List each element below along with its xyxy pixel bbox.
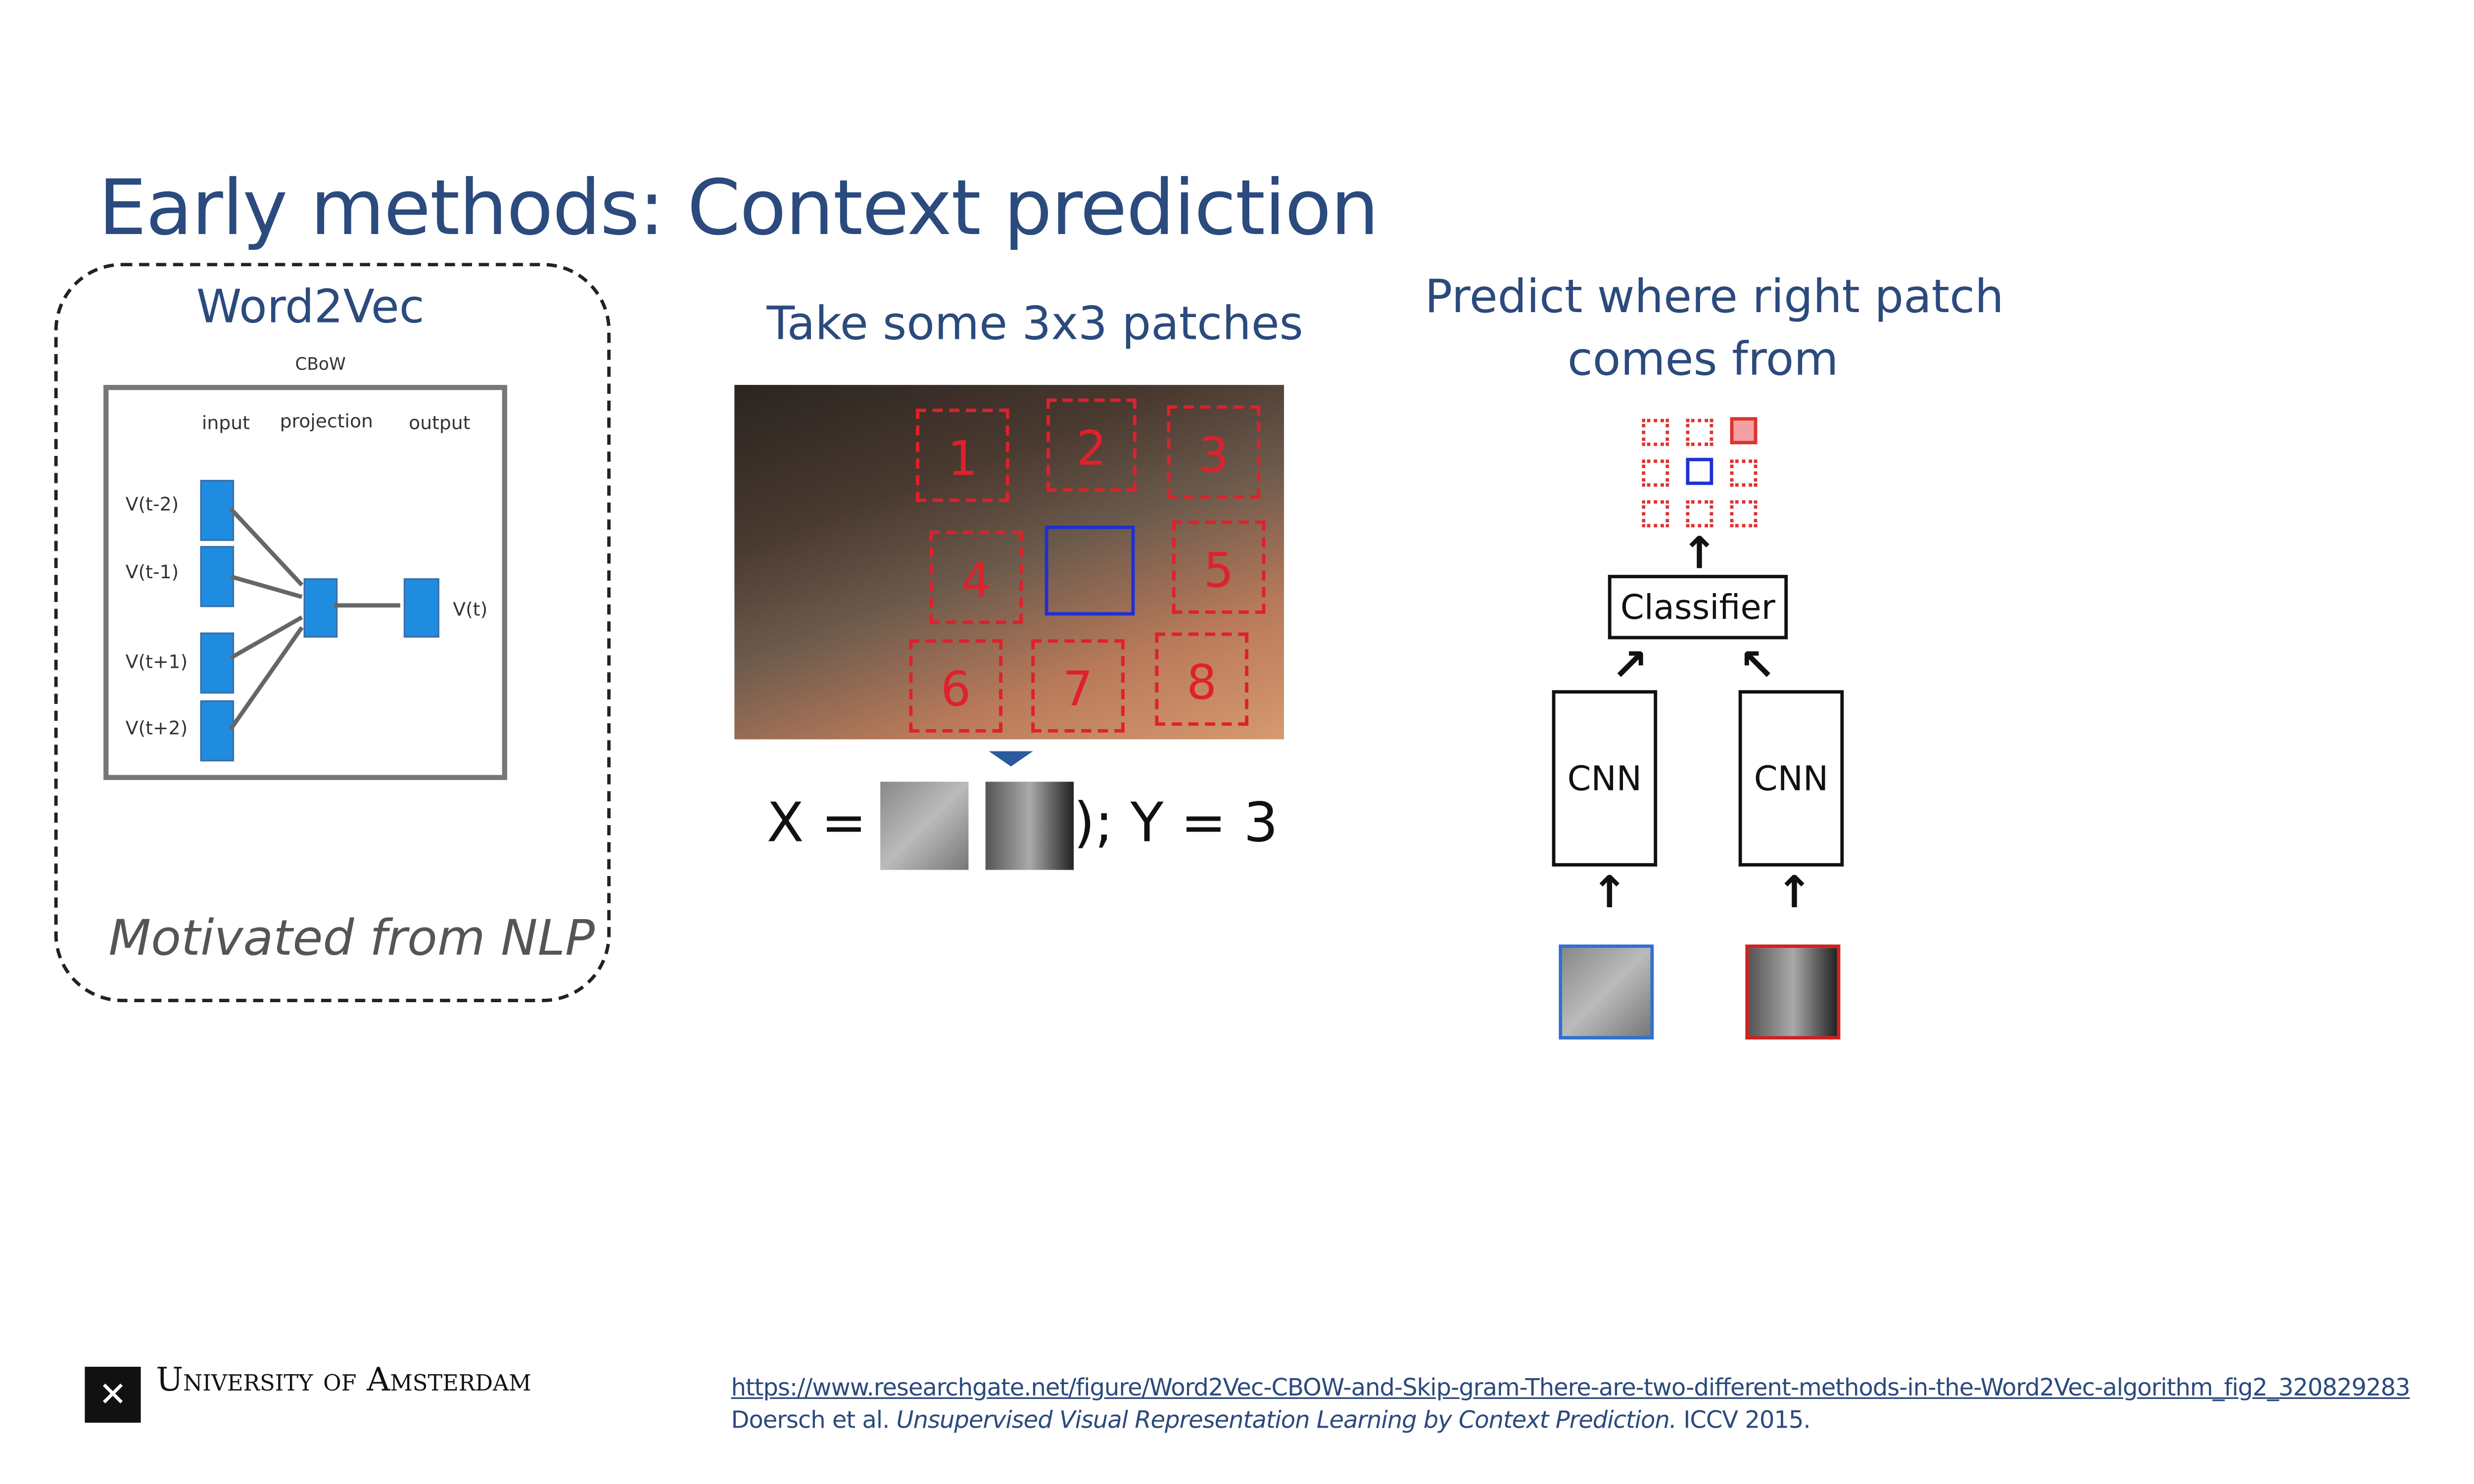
input-label: V(t-2) <box>125 493 179 516</box>
classifier-heading-line2: comes from <box>1567 334 1839 387</box>
uva-logo-icon: ✕ <box>85 1366 141 1423</box>
formula-right: ); Y = 3 <box>1073 790 1278 855</box>
word2vec-caption: Motivated from NLP <box>108 909 595 967</box>
column-output: output <box>409 412 471 434</box>
classifier-box: Classifier <box>1608 575 1788 640</box>
projection-vector <box>303 578 338 638</box>
cnn-left: CNN <box>1552 690 1658 867</box>
input-vector <box>200 632 235 694</box>
patch-4: 4 <box>929 530 1023 624</box>
patch-7: 7 <box>1031 639 1125 733</box>
input-label: V(t+2) <box>125 717 188 740</box>
up-arrow-icon: ↑ <box>1681 529 1718 580</box>
diagonal-arrow-icon: ↗ <box>1611 641 1649 692</box>
column-input: input <box>201 412 250 434</box>
cbow-diagram <box>103 385 507 780</box>
output-vector <box>403 578 439 638</box>
center-patch <box>1045 525 1135 616</box>
input-vector <box>200 700 235 762</box>
institution-name: University of Amsterdam <box>156 1361 531 1399</box>
patch-5: 5 <box>1172 520 1266 614</box>
classifier-heading-line1: Predict where right patch <box>1425 271 2004 324</box>
word2vec-heading: Word2Vec <box>196 281 425 334</box>
column-projection: projection <box>280 410 373 433</box>
output-label: V(t) <box>453 599 488 621</box>
up-arrow-icon: ↑ <box>1776 868 1813 919</box>
reference-citation: Doersch et al. Unsupervised Visual Repre… <box>731 1407 1810 1435</box>
cbow-title: CBoW <box>295 356 346 375</box>
cbow-arrows <box>229 507 401 731</box>
neighbor-patch-thumbnail <box>985 782 1074 870</box>
cat-image: 1 2 3 4 5 6 7 8 <box>734 385 1284 740</box>
up-arrow-icon: ↑ <box>1591 868 1628 919</box>
center-patch-input <box>1559 944 1654 1040</box>
patch-2: 2 <box>1047 398 1137 492</box>
patch-6: 6 <box>909 639 1002 733</box>
diagonal-arrow-icon: ↖ <box>1738 641 1776 692</box>
slide-title: Early methods: Context prediction <box>98 163 1379 253</box>
neighbor-patch-input <box>1745 944 1841 1040</box>
cnn-right: CNN <box>1738 690 1844 867</box>
patch-3: 3 <box>1167 405 1261 499</box>
word2vec-panel <box>54 263 611 1002</box>
patch-8: 8 <box>1155 632 1249 726</box>
ref-title: Unsupervised Visual Representation Learn… <box>896 1407 1677 1435</box>
down-arrow-icon <box>989 751 1033 767</box>
center-patch-thumbnail <box>880 782 969 870</box>
patch-1: 1 <box>916 409 1009 502</box>
ref-authors: Doersch et al. <box>731 1407 897 1435</box>
ref-venue: ICCV 2015. <box>1676 1407 1810 1435</box>
input-label: V(t-1) <box>125 561 179 584</box>
input-label: V(t+1) <box>125 651 188 673</box>
patches-heading: Take some 3x3 patches <box>766 298 1303 351</box>
reference-link[interactable]: https://www.researchgate.net/figure/Word… <box>731 1375 2410 1402</box>
